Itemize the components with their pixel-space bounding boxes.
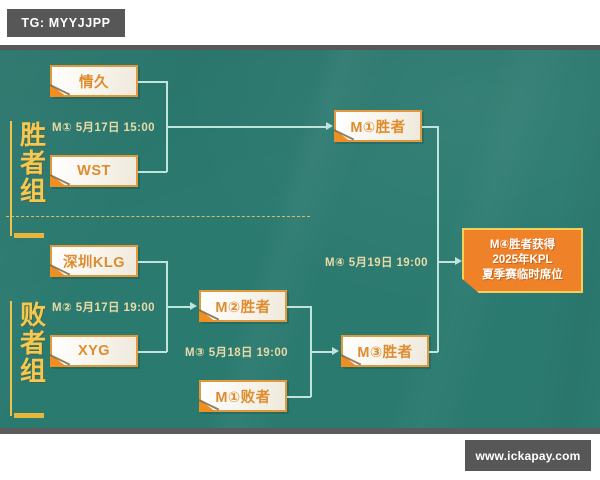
connector-m2-out-arm [166,306,192,308]
top-watermark-tag: TG: MYYJJPP [7,9,125,37]
winners-slot-team-2-label: WST [77,163,111,179]
losers-m1-loser-slot[interactable]: M①败者 [198,380,287,412]
connector-m2-bottom-stub [138,351,167,353]
connector-m3-bottom-stub [287,396,311,398]
connector-m4-out-arm [437,261,457,263]
final-prize-line-2: 2025年KPL [492,253,553,266]
winners-m1-winner-label: M①胜者 [350,119,406,136]
connector-m2-top-stub [138,261,167,263]
losers-m3-winner-label: M③胜者 [357,344,413,361]
losers-slot-team-1-label: 深圳KLG [62,254,126,271]
bracket-stage: 胜者组 败者组 情久 WST M① 5月17日 15:00 M①胜者 深圳KLG [0,45,600,434]
connector-m1-out-arm [166,126,329,128]
top-watermark-text: TG: MYYJJPP [21,16,111,30]
bottom-watermark-text: www.ickapay.com [475,448,581,463]
stage-bottom-edge [0,428,600,434]
match-m1-time: M① 5月17日 15:00 [52,122,155,134]
losers-group-label: 败者组 [10,300,50,418]
losers-slot-team-2-label: XYG [77,343,111,359]
connector-m4-top-stub [422,126,438,128]
losers-label-underline [14,413,44,418]
match-m4-time: M④ 5月19日 19:00 [325,257,428,269]
losers-label-vertical-bar [10,301,12,416]
stage-top-edge [0,45,600,50]
winners-slot-team-2[interactable]: WST [49,155,138,187]
connector-m4-arrowhead-icon [455,256,462,265]
losers-slot-team-1[interactable]: 深圳KLG [49,245,138,277]
final-prize-box[interactable]: M④胜者获得 2025年KPL 夏季赛临时席位 [462,228,583,293]
winners-slot-team-1[interactable]: 情久 [49,65,138,97]
connector-m1-arrowhead-icon [326,121,333,130]
losers-m2-winner-label: M②胜者 [215,299,271,316]
connector-m3-top-stub [287,306,311,308]
connector-m4-spine [437,126,439,352]
winners-label-vertical-bar [10,121,12,236]
winners-label-underline [14,233,44,238]
connector-m2-arrowhead-icon [190,301,197,310]
losers-label-text: 败者组 [19,300,46,387]
losers-slot-team-2[interactable]: XYG [49,335,138,367]
match-m3-time: M③ 5月18日 19:00 [185,347,288,359]
final-prize-line-1: M④胜者获得 [489,238,556,251]
connector-m3-out-arm [310,351,334,353]
connector-m4-bottom-stub [429,351,438,353]
match-m2-time: M② 5月17日 19:00 [52,302,155,314]
losers-m2-winner-slot[interactable]: M②胜者 [198,290,287,322]
bracket-divider [6,216,310,217]
final-prize-line-3: 夏季赛临时席位 [482,269,563,282]
losers-m3-winner-slot[interactable]: M③胜者 [340,335,429,367]
losers-m1-loser-label: M①败者 [215,389,271,406]
winners-label-text: 胜者组 [19,120,46,207]
connector-m1-bottom-stub [138,171,167,173]
winners-group-label: 胜者组 [10,120,50,238]
bottom-watermark-tag: www.ickapay.com [465,440,591,471]
winners-m1-winner-slot[interactable]: M①胜者 [333,110,422,142]
connector-m1-top-stub [138,81,167,83]
connector-m3-arrowhead-icon [332,346,339,355]
winners-slot-team-1-label: 情久 [79,74,109,91]
